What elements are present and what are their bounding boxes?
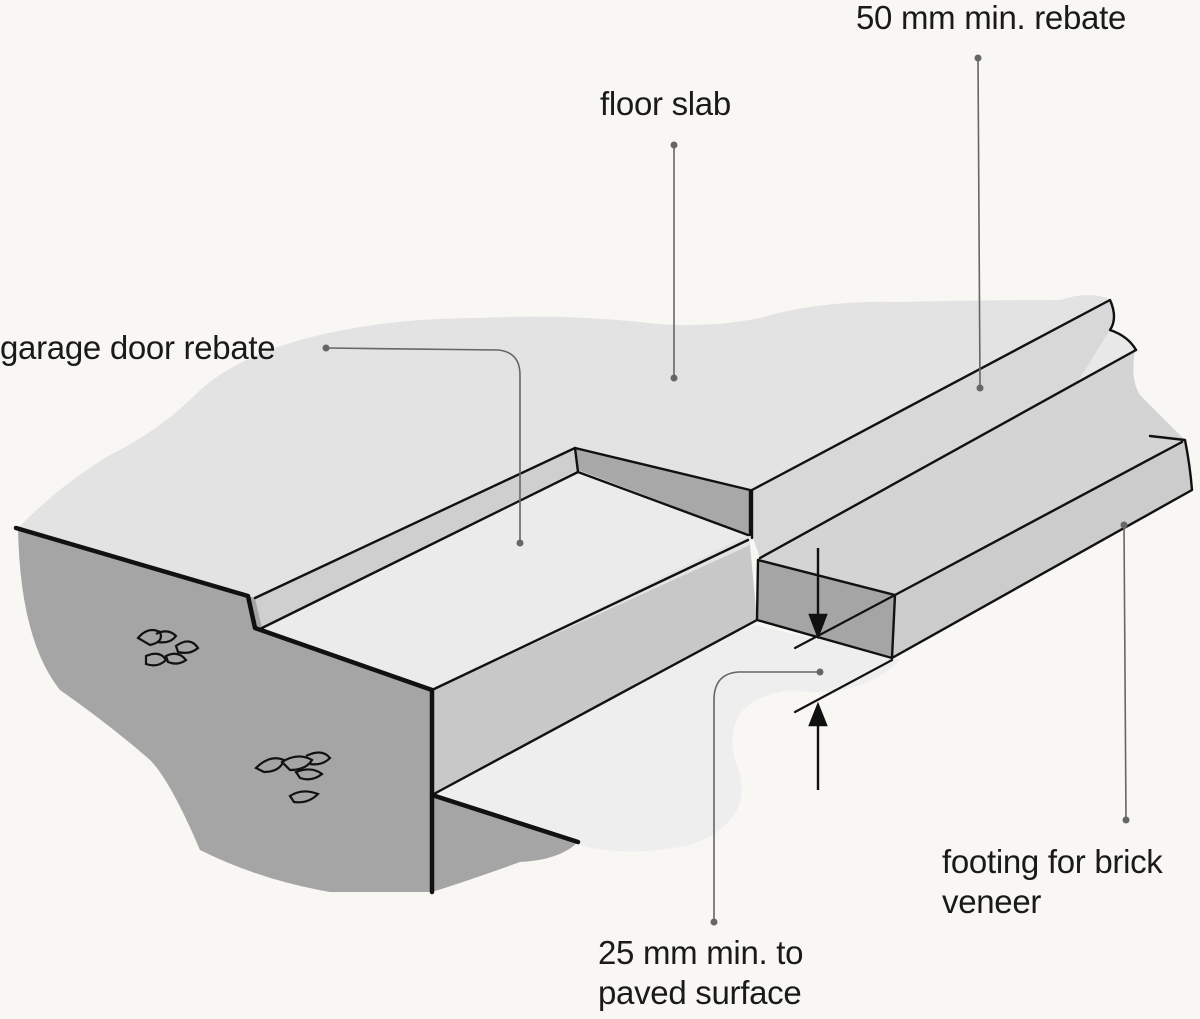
label-footing-line-1: footing for brick xyxy=(942,843,1163,880)
dimension-arrows xyxy=(808,548,828,790)
rebate-side-wall xyxy=(575,448,750,535)
label-footing-for-brick-veneer: footing for brick veneer xyxy=(942,842,1163,922)
footing-end-section xyxy=(757,560,895,658)
leader-dots xyxy=(322,54,1130,926)
slab-outlines xyxy=(13,298,1194,895)
label-floor-slab: floor slab xyxy=(600,85,731,122)
rebate-50-strip xyxy=(752,300,1135,558)
leader-rebate-50 xyxy=(977,57,981,389)
leader-garage-rebate xyxy=(325,347,521,543)
label-footing-line-2: veneer xyxy=(942,883,1042,920)
paved-ground-surface xyxy=(430,625,900,852)
label-garage-door-rebate: garage door rebate xyxy=(0,329,276,366)
label-50mm-min-rebate: 50 mm min. rebate xyxy=(856,0,1127,36)
leader-footing xyxy=(1123,524,1127,821)
rebate-back-wall xyxy=(255,448,578,628)
slab-cross-section xyxy=(18,528,578,892)
label-paved-line-2: paved surface xyxy=(598,974,802,1011)
footing-front-face xyxy=(892,440,1192,658)
aggregate-marks xyxy=(136,628,332,804)
slab-front-face xyxy=(432,545,757,795)
label-25mm-min-to-paved-surface: 25 mm min. to paved surface xyxy=(598,933,803,1013)
garage-door-rebate-floor xyxy=(262,470,748,690)
leader-lines xyxy=(325,57,1127,922)
leader-paved xyxy=(713,671,820,922)
footing-top-strip xyxy=(760,350,1185,595)
label-paved-line-1: 25 mm min. to xyxy=(598,934,804,971)
